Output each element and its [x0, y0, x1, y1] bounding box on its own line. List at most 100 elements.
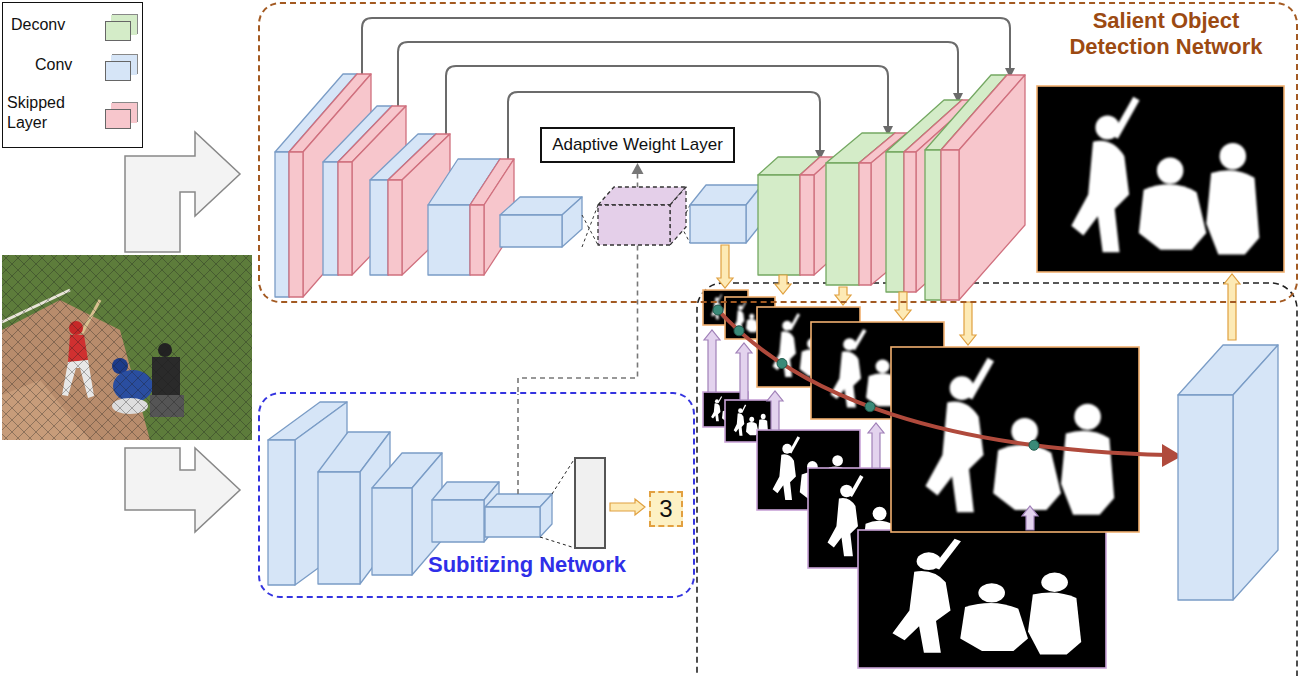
node-text: Subitizing Network	[428, 552, 626, 578]
legend-box: DeconvConvSkipped Layer	[2, 2, 143, 148]
skip-connection	[398, 42, 958, 106]
layer-label-box: Adaptive Weight Layer	[540, 127, 735, 163]
fc-line	[552, 458, 575, 494]
map-frame	[1037, 86, 1284, 272]
conv-layer-side	[540, 494, 552, 537]
deconv-layer-front	[758, 175, 800, 275]
fusion-dot	[865, 402, 875, 412]
skipped-layer-front	[289, 152, 303, 297]
final-arrow	[1224, 274, 1240, 340]
connector-arrowhead	[632, 163, 644, 174]
skip-connection	[508, 92, 820, 159]
map-silhouettes	[892, 540, 1081, 654]
deconv-layer-front	[925, 150, 941, 300]
input-arrow	[125, 132, 240, 252]
network-region: Salient Object Detection NetworkAdaptive…	[258, 2, 1298, 303]
legend-text: Conv	[35, 55, 95, 75]
conv-layer-front	[500, 215, 562, 247]
adaptive-weight-layer-front	[598, 205, 670, 245]
conv-layer-front	[485, 507, 540, 537]
fusion-conv-layer	[1178, 345, 1278, 600]
legend-text: Skipped Layer	[7, 93, 75, 133]
saliency-map	[1037, 86, 1284, 272]
node-text: Salient Object Detection Network	[1046, 8, 1286, 60]
map-silhouettes	[1071, 99, 1259, 255]
conv-layer	[690, 185, 762, 243]
conv-layer-front	[372, 488, 412, 575]
skipped-layer-front	[904, 152, 916, 292]
conv-layer-front	[323, 162, 338, 275]
prediction-arrow	[775, 275, 791, 294]
legend-text: Deconv	[11, 15, 91, 35]
skipped-layer	[941, 75, 1025, 300]
skipped-layer-front	[388, 180, 402, 275]
conv-layer-side	[562, 197, 582, 247]
conv-layer-front	[370, 180, 388, 275]
node-text: 3	[659, 495, 673, 523]
skipped-layer-side	[959, 75, 1025, 300]
skipped-layer-front	[800, 175, 814, 275]
conv-layer-front	[690, 205, 746, 243]
supervision-arrow	[736, 343, 752, 400]
baseball-photo	[2, 255, 252, 440]
fusion-conv-layer-front	[1178, 395, 1233, 600]
supervision-arrow	[868, 423, 884, 468]
prediction-arrow	[960, 302, 976, 345]
conv-layer	[485, 494, 552, 537]
fusion-dot	[734, 326, 744, 336]
fusion-region	[697, 283, 1297, 676]
conv-layer-front	[428, 205, 470, 275]
conv-layer-front	[318, 472, 360, 584]
network-region: Subitizing Network 3	[258, 392, 695, 598]
fusion-dot	[777, 359, 787, 369]
skipped-layer-front	[470, 205, 484, 275]
deconv-layer	[758, 157, 820, 275]
node-text: Adaptive Weight Layer	[552, 135, 723, 155]
map-frame	[891, 347, 1139, 532]
saliency-map	[858, 530, 1106, 668]
conv-layer-front	[268, 440, 295, 585]
map-silhouettes	[925, 360, 1114, 515]
skipped-layer-front	[941, 150, 959, 300]
prediction-arrow	[895, 292, 911, 320]
saliency-map	[891, 347, 1139, 532]
fusion-curve	[718, 310, 1168, 455]
map-frame	[858, 530, 1106, 668]
supervision-arrow	[767, 391, 783, 430]
legend-swatch	[105, 21, 131, 41]
grass	[2, 255, 252, 440]
conv-layer	[500, 197, 582, 247]
conv-layer-front	[275, 152, 289, 297]
weight-link	[517, 394, 519, 494]
conv-layer-front	[432, 500, 484, 542]
fusion-conv-layer-side	[1233, 345, 1278, 600]
fusion-dot	[1029, 440, 1039, 450]
deconv-layer-front	[886, 152, 904, 292]
skipped-layer-front	[338, 162, 352, 275]
legend-entry: Conv	[35, 55, 95, 75]
count-output: 3	[649, 491, 683, 527]
adaptive-weight-layer	[598, 187, 686, 245]
legend-entry: Deconv	[11, 15, 91, 35]
fc-line	[582, 205, 598, 247]
deconv-layer-front	[826, 163, 859, 285]
legend-entry: Skipped Layer	[7, 93, 75, 133]
input-arrow	[125, 448, 240, 532]
skipped-layer-front	[859, 163, 871, 285]
skipped-layer	[338, 106, 406, 275]
adaptive-weight-layer-side	[670, 187, 686, 245]
fc-line	[540, 537, 575, 548]
prediction-arrow	[717, 245, 733, 288]
backstop-net	[2, 255, 252, 440]
supervision-arrow	[1022, 506, 1038, 530]
supervision-arrow	[704, 330, 720, 392]
output-arrow	[610, 499, 645, 515]
fusion-dot	[713, 305, 723, 315]
skipped-layer-side	[352, 106, 406, 275]
skip-connection	[446, 66, 888, 134]
legend-swatch	[105, 109, 131, 129]
fc-layer	[575, 458, 605, 548]
legend-swatch	[105, 61, 131, 81]
